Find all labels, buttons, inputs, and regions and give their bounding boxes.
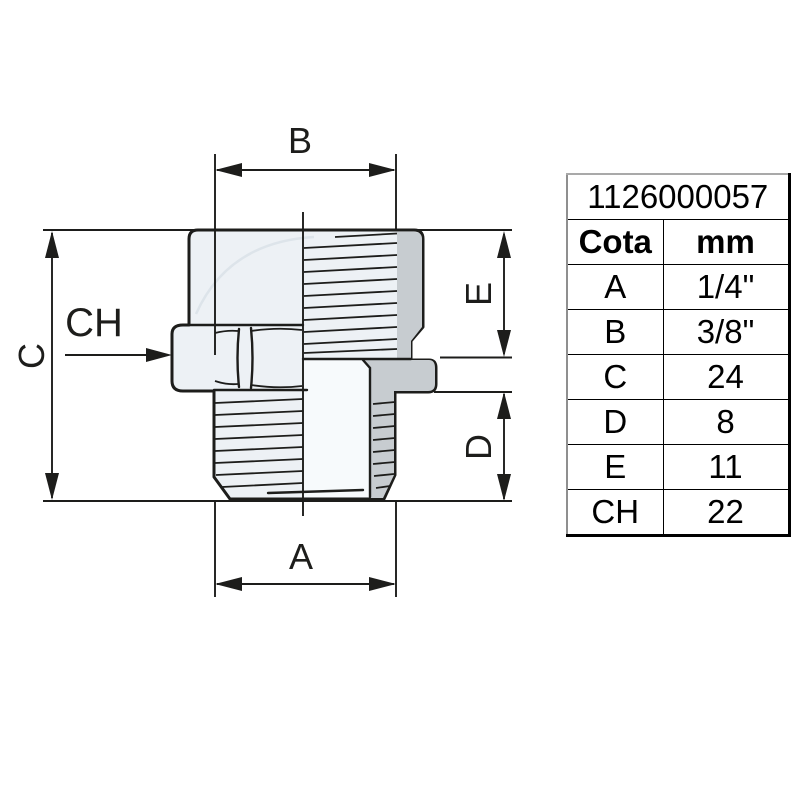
hex-facet-edge-2 — [249, 326, 254, 390]
table-row: A 1/4" — [566, 264, 790, 310]
e-arrowhead-bottom — [497, 330, 511, 357]
row-e-cota: E — [566, 444, 664, 490]
row-d-cota: D — [566, 399, 664, 445]
hex-facet-edge-1 — [236, 327, 241, 389]
col-header-cota: Cota — [566, 219, 664, 265]
b-arrowhead-left — [215, 163, 242, 177]
d-arrowhead-bottom — [497, 474, 511, 501]
female-thread-hatch — [303, 232, 398, 354]
col-header-mm: mm — [662, 219, 790, 265]
bore — [304, 360, 369, 497]
c-arrowhead-top — [45, 231, 59, 258]
table-row: E 11 — [566, 444, 790, 490]
table-row: B 3/8" — [566, 309, 790, 355]
row-a-value: 1/4" — [662, 264, 790, 310]
row-c-cota: C — [566, 354, 664, 400]
dimension-label-ch: CH — [65, 301, 123, 345]
dimension-label-d: D — [458, 434, 499, 460]
dimension-e: E — [440, 231, 512, 359]
table-row: D 8 — [566, 399, 790, 445]
dimension-label-c: C — [11, 343, 52, 369]
row-c-value: 24 — [662, 354, 790, 400]
c-arrowhead-bottom — [45, 473, 59, 500]
a-arrowhead-right — [369, 577, 396, 591]
a-arrowhead-left — [215, 577, 242, 591]
fitting-body — [170, 212, 438, 516]
hex-chamfer-arcs — [214, 327, 303, 389]
table-row: C 24 — [566, 354, 790, 400]
lower-wall-section — [363, 360, 435, 498]
row-b-value: 3/8" — [662, 309, 790, 355]
dimension-ch: CH — [65, 301, 172, 362]
body-highlight — [194, 235, 315, 315]
bore-wall-edge — [361, 358, 372, 499]
spec-table: 1126000057 Cota mm A 1/4" B 3/8" C 24 — [566, 173, 791, 537]
table-row: CH 22 — [566, 489, 790, 536]
a-extension-lines — [214, 501, 397, 597]
dimension-d: D — [434, 391, 512, 501]
dimension-c: C — [11, 231, 59, 500]
row-b-cota: B — [566, 309, 664, 355]
dimension-label-e: E — [458, 282, 499, 306]
row-e-value: 11 — [662, 444, 790, 490]
header-row: Cota mm — [566, 219, 790, 265]
dimension-b: B — [214, 120, 397, 355]
b-extension-lines — [214, 154, 397, 355]
dimension-label-a: A — [289, 536, 313, 577]
row-d-value: 8 — [662, 399, 790, 445]
row-ch-cota: CH — [566, 489, 664, 536]
d-arrowhead-top — [497, 392, 511, 419]
dimension-a: A — [214, 501, 397, 597]
row-a-cota: A — [566, 264, 664, 310]
b-arrowhead-right — [369, 163, 396, 177]
e-arrowhead-top — [497, 231, 511, 258]
part-number-row: 1126000057 — [566, 173, 790, 220]
upper-wall-section — [397, 232, 422, 360]
spec-table-grid: 1126000057 Cota mm A 1/4" B 3/8" C 24 — [566, 173, 791, 537]
part-number-cell: 1126000057 — [566, 173, 790, 220]
dimension-label-b: B — [288, 120, 312, 161]
male-thread-hatch — [214, 398, 304, 488]
ch-arrowhead — [146, 348, 172, 362]
row-ch-value: 22 — [662, 489, 790, 536]
bore-bottom-edge — [266, 488, 365, 495]
male-thread-ticks — [372, 401, 396, 489]
